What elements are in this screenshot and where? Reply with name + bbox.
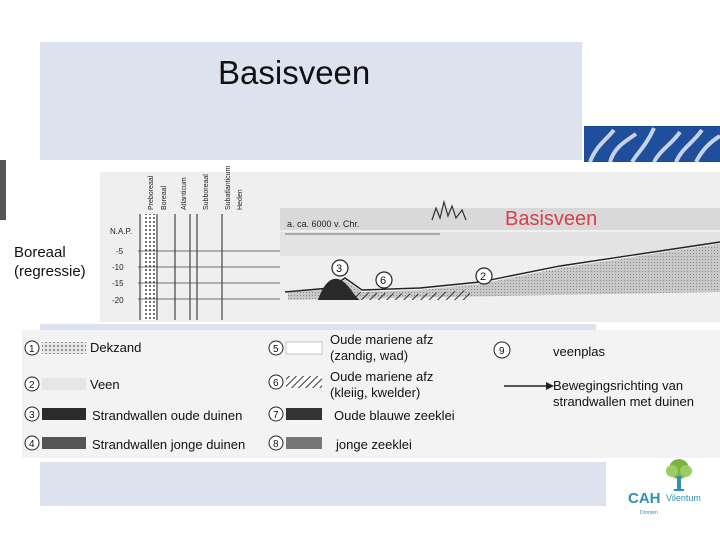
legend-label: Oude mariene afz(zandig, wad) xyxy=(330,332,434,363)
legend-swatch-zandig xyxy=(285,341,323,355)
legend-label: Oude blauwe zeeklei xyxy=(334,408,455,423)
legend-label: veenplas xyxy=(553,344,606,359)
period-label: Atlanticum xyxy=(181,177,188,210)
tree-logo-icon xyxy=(666,459,692,491)
page-title: Basisveen xyxy=(218,54,371,91)
circled-number: 2 xyxy=(480,271,486,283)
period-label: Subboreaal xyxy=(203,174,210,210)
legend-label: Strandwallen jonge duinen xyxy=(92,437,246,452)
period-label: Preboreaal xyxy=(148,175,155,210)
period-label: Boreaal xyxy=(161,185,168,210)
clay-layer xyxy=(350,290,470,300)
depth-label: -10 xyxy=(112,263,124,272)
beach-ridge xyxy=(318,278,360,300)
legend-number: 8 xyxy=(273,439,279,450)
upper-grey-strip xyxy=(280,208,720,230)
period-label: Subatlanticum xyxy=(225,165,232,210)
side-label-line2: (regressie) xyxy=(14,263,86,280)
side-label: Boreaal (regressie) xyxy=(14,243,86,281)
depth-label: -5 xyxy=(116,247,124,256)
date-label: a. ca. 6000 v. Chr. xyxy=(287,219,359,229)
legend-swatch-kleiig xyxy=(286,376,322,388)
nap-label: N.A.P. xyxy=(110,227,132,236)
legend-label: Strandwallen oude duinen xyxy=(92,408,243,423)
lower-grey-strip xyxy=(280,232,720,256)
legend-number: 5 xyxy=(273,344,279,355)
legend-label: jonge zeeklei xyxy=(336,437,412,452)
circled-number: 3 xyxy=(336,263,342,275)
legend-swatch-jonge-zeeklei xyxy=(286,437,322,449)
bottom-band xyxy=(40,462,606,506)
scan-mark xyxy=(0,160,6,220)
depth-label: -20 xyxy=(112,296,124,305)
sea-deposit xyxy=(288,244,720,300)
legend-label: Dekzand xyxy=(90,340,142,355)
legend-swatch-oude-duinen xyxy=(42,408,86,420)
legend-number: 3 xyxy=(29,410,35,421)
decorative-pattern xyxy=(584,126,720,162)
cah-vilentum-logo: CAH Vilentum Dronten xyxy=(628,458,720,518)
circled-number: 6 xyxy=(380,275,386,287)
legend-swatch-veen xyxy=(42,378,86,390)
legend-swatch-blauwe-zeeklei xyxy=(286,408,322,420)
legend-number: 9 xyxy=(499,346,505,357)
peat-sketch xyxy=(431,199,467,221)
logo-city-text: Dronten xyxy=(640,510,658,516)
legend-number: 1 xyxy=(29,344,35,355)
legend-number: 7 xyxy=(273,410,279,421)
legend-number: 6 xyxy=(273,378,279,389)
arrow-head-icon xyxy=(546,382,554,390)
diagram-title: Basisveen xyxy=(505,208,598,230)
depth-label: -15 xyxy=(112,279,124,288)
legend-number: 2 xyxy=(29,380,35,391)
legend-label: Veen xyxy=(90,377,120,392)
period-label: Heden xyxy=(237,189,244,210)
legend-swatch-dekzand xyxy=(42,342,86,354)
logo-sub-text: Vilentum xyxy=(666,493,701,503)
title-band xyxy=(40,42,582,160)
legend-swatch-jonge-duinen xyxy=(42,437,86,449)
logo-main-text: CAH xyxy=(628,490,661,507)
cross-section-diagram: Preboreaal Boreaal Atlanticum Subboreaal… xyxy=(100,165,720,322)
legend-label: Oude mariene afz(kleiig, kwelder) xyxy=(330,369,434,400)
legend-number: 4 xyxy=(29,439,35,450)
side-label-line1: Boreaal xyxy=(14,244,66,261)
